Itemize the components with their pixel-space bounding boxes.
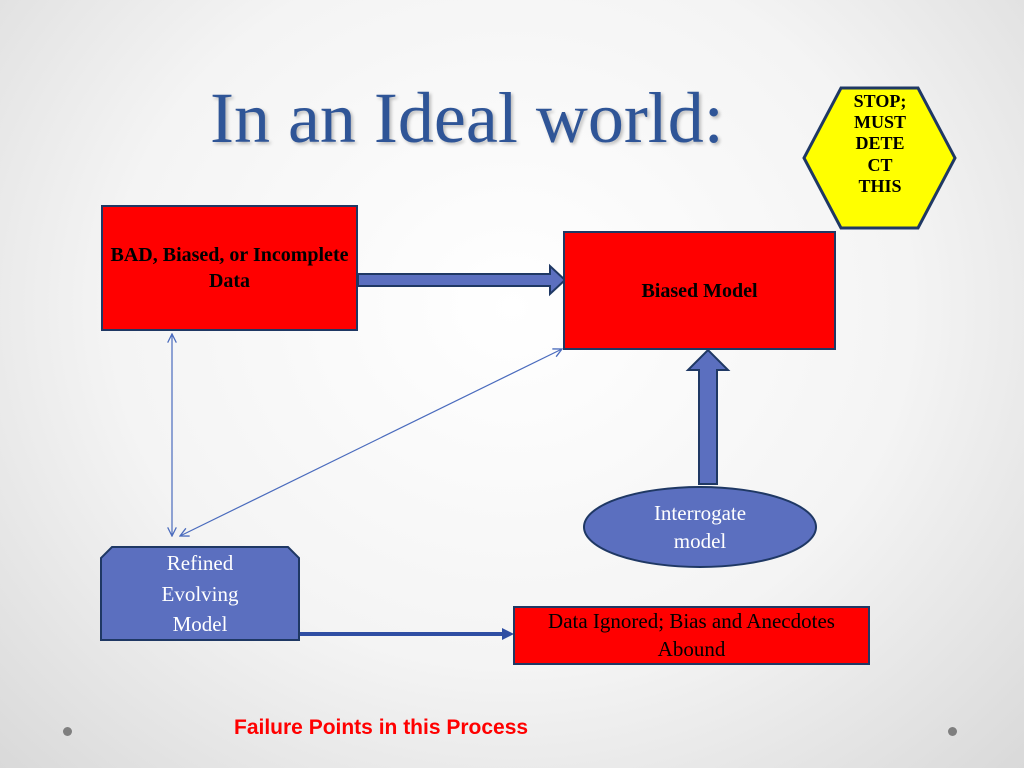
biased-model-label: Biased Model (641, 279, 758, 302)
interrogate-label: Interrogate model (653, 500, 747, 553)
stop-hexagon (802, 86, 957, 230)
stop-line-3: DETE (855, 133, 905, 154)
slide-bullet-right (948, 727, 957, 736)
stop-line-1: STOP; (853, 91, 907, 111)
slide-title: In an Ideal world: (210, 78, 724, 158)
biased-model-box: Biased Model (563, 231, 836, 350)
arrow-bad-to-model (357, 263, 567, 297)
stop-line-4: CT (867, 154, 893, 175)
arrow-refined-model (180, 349, 562, 536)
refined-model-label: Refined Evolving Model (161, 551, 239, 637)
stop-line-2: MUST (853, 112, 906, 133)
data-ignored-box: Data Ignored; Bias and Anecdotes Abound (513, 606, 870, 665)
arrow-refined-to-ignored (300, 628, 514, 640)
slide-bullet-left (63, 727, 72, 736)
interrogate-ellipse (583, 486, 817, 568)
refined-model-shape (100, 546, 300, 641)
arrow-interrogate-to-model (685, 348, 731, 485)
failure-points-caption: Failure Points in this Process (234, 716, 529, 739)
stop-line-5: THIS (858, 175, 902, 196)
bad-data-box: BAD, Biased, or Incomplete Data (101, 205, 358, 331)
stop-sign-text: STOP; MUST DETE CT THIS (832, 91, 928, 221)
interrogate-text: Interrogate model (584, 488, 816, 566)
refined-model-text: Refined Evolving Model (101, 548, 299, 640)
bad-data-label: BAD, Biased, or Incomplete Data (110, 244, 349, 292)
data-ignored-label: Data Ignored; Bias and Anecdotes Abound (548, 609, 835, 661)
